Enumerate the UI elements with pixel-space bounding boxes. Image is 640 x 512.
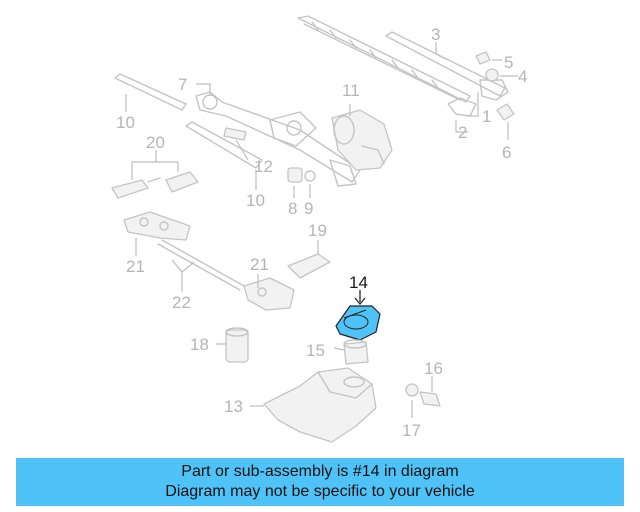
washer-9 [304,170,316,182]
washer-6 [496,103,515,121]
label-1: 1 [482,107,491,126]
washer-reservoir-13 [263,367,377,443]
label-6: 6 [502,143,511,162]
part-14-highlighted [335,305,381,341]
sensor-16 [419,391,441,407]
nut-5 [475,51,491,65]
nozzle-19 [287,253,331,279]
wiper-arm-10 [185,121,263,169]
banner-line-2: Diagram may not be specific to your vehi… [165,483,475,500]
wiper-linkage-7 [195,91,361,187]
label-8: 8 [288,199,297,218]
label-7: 7 [178,75,187,94]
label-13: 13 [224,397,243,416]
label-15: 15 [306,341,325,360]
label-10-lower: 10 [246,191,265,210]
label-4: 4 [518,67,527,86]
wiper-arm-3 [385,31,509,101]
info-banner: Part or sub-assembly is #14 in diagram D… [16,458,624,506]
label-3: 3 [431,25,440,44]
bracket-21-left [123,211,191,241]
pump-cap-15 [343,339,369,365]
label-19: 19 [308,221,327,240]
grommet-17 [405,383,419,397]
banner-line-1: Part or sub-assembly is #14 in diagram [181,463,459,480]
nut-4 [485,68,499,82]
label-21-right: 21 [250,255,269,274]
label-10-upper: 10 [116,113,135,132]
label-18: 18 [190,335,209,354]
washer-pump-18 [225,327,249,363]
label-2: 2 [458,123,467,142]
part-12 [223,127,247,141]
grommet-8 [287,167,303,183]
wiper-motor-11 [331,109,393,171]
label-20: 20 [146,133,165,152]
label-9: 9 [304,199,313,218]
washer-hose-22 [157,239,245,291]
label-16: 16 [424,359,443,378]
label-17: 17 [402,421,421,440]
label-11: 11 [342,81,360,100]
label-12: 12 [254,157,273,176]
label-14: 14 [349,273,368,292]
wiper-blade-10 [114,73,187,111]
washer-nozzle-20 [111,171,199,199]
wiper-blade-2 [297,15,471,103]
label-5: 5 [504,53,513,72]
label-22: 22 [172,293,191,312]
label-21-left: 21 [126,257,145,276]
bracket-21-right [243,277,295,311]
